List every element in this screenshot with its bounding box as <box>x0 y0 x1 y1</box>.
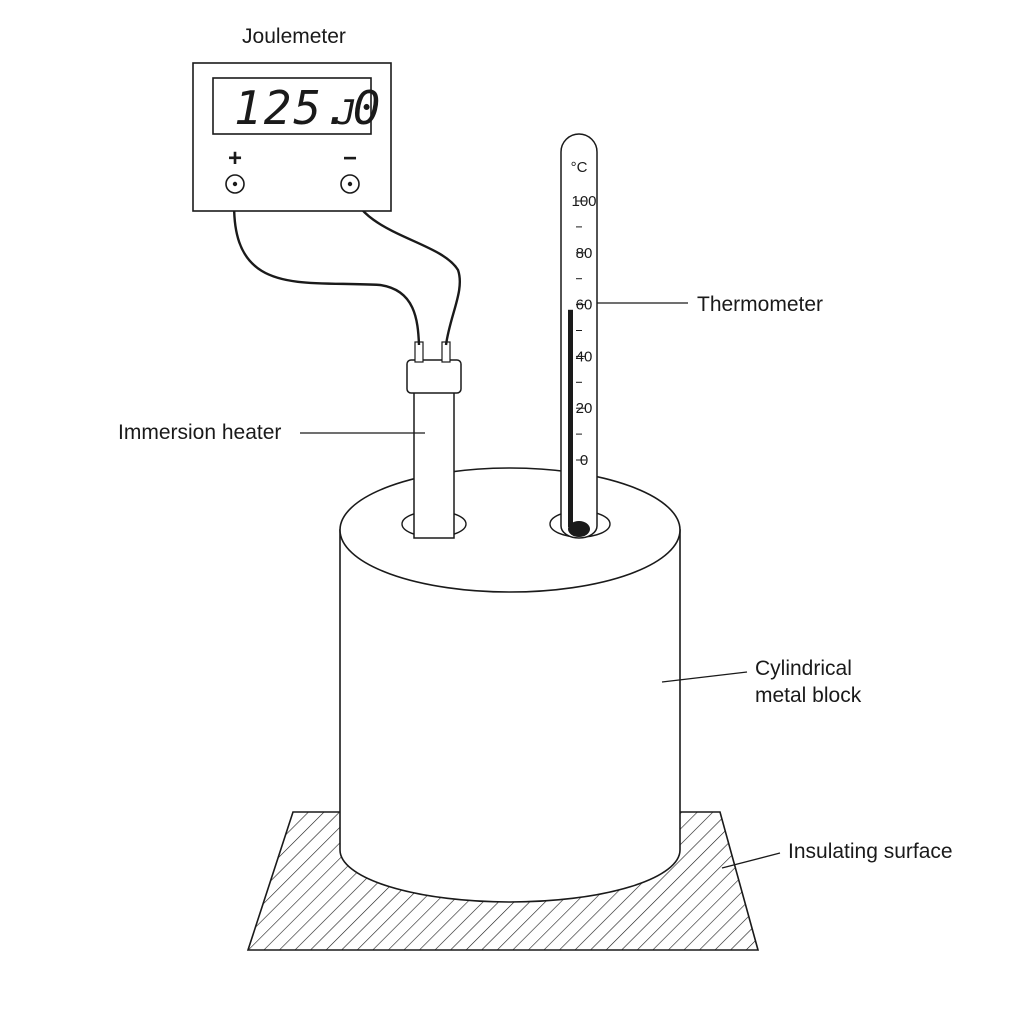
cylindrical-metal-block <box>339 467 681 903</box>
thermometer-scale: 100 80 60 40 20 0 <box>571 193 596 469</box>
positive-terminal-label: + <box>228 145 242 172</box>
joulemeter: 125.0 J + − <box>192 62 392 212</box>
negative-wire <box>348 186 461 346</box>
block-label-line1: Cylindrical <box>755 657 852 680</box>
thermometer-scale-label: 0 <box>580 452 588 469</box>
thermometer-scale-label: 100 <box>571 193 596 210</box>
immersion-heater <box>406 341 462 539</box>
insulating-surface-label: Insulating surface <box>788 840 953 863</box>
positive-wire <box>232 186 421 346</box>
thermometer-mercury-column <box>568 309 573 527</box>
thermometer: °C 100 80 60 40 20 0 <box>560 133 598 539</box>
thermometer-bulb <box>568 521 590 537</box>
joulemeter-display <box>212 77 372 135</box>
thermometer-label: Thermometer <box>697 293 823 316</box>
block-label-line2: metal block <box>755 684 862 707</box>
thermometer-scale-label: 20 <box>576 400 593 417</box>
surface-leader <box>721 852 781 869</box>
thermometer-scale-label: 60 <box>576 297 593 314</box>
block-leader <box>661 671 748 683</box>
thermometer-unit: °C <box>571 159 588 176</box>
joulemeter-reading: 125.0 <box>234 81 382 135</box>
thermometer-scale-label: 40 <box>576 348 593 365</box>
joulemeter-unit: J <box>335 93 358 133</box>
joulemeter-label: Joulemeter <box>242 25 346 48</box>
negative-terminal-label: − <box>343 145 357 172</box>
thermometer-scale-label: 80 <box>576 245 593 262</box>
immersion-heater-label: Immersion heater <box>118 421 281 444</box>
